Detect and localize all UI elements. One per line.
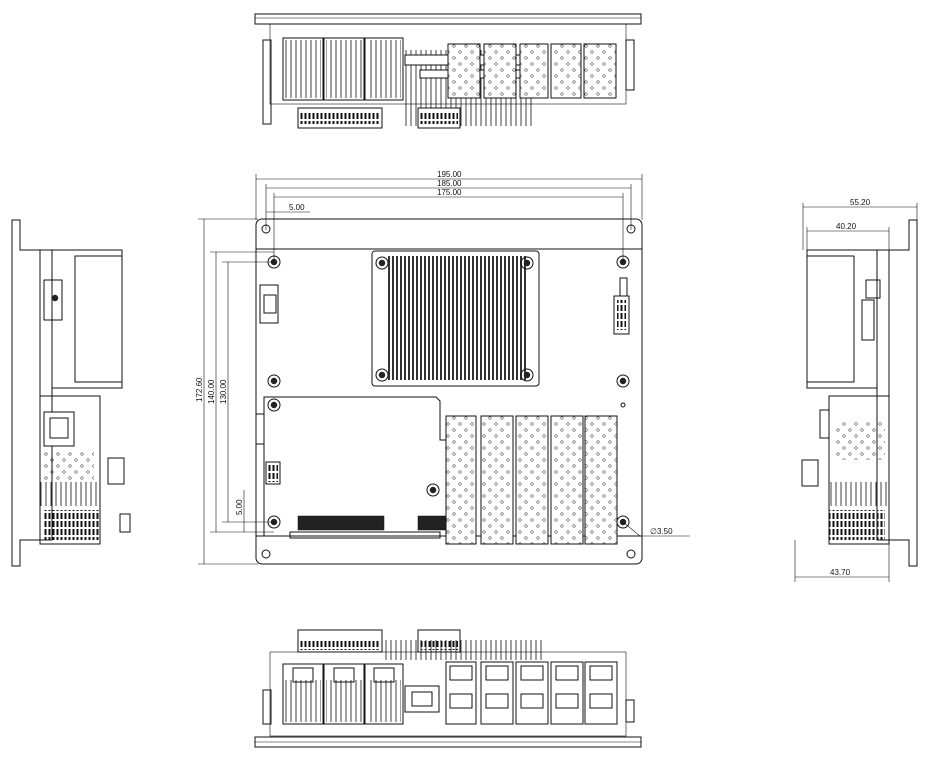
top-view (254, 13, 642, 129)
dim-height-130: 130.00 (219, 379, 228, 404)
sfp-cages (445, 415, 618, 545)
left-side-view (11, 219, 131, 567)
dim-side-43: 43.70 (830, 568, 851, 577)
dim-width-175: 175.00 (437, 188, 462, 197)
dimension-lines (198, 174, 690, 565)
dim-hole-diameter: ∅3.50 (650, 527, 673, 536)
dim-height-172: 172.60 (195, 377, 204, 402)
dim-offset-5-left: 5.00 (235, 499, 244, 515)
dim-width-185: 185.00 (437, 179, 462, 188)
dim-offset-5-top: 5.00 (289, 203, 305, 212)
dim-side-55: 55.20 (850, 198, 871, 207)
main-view (255, 218, 643, 565)
heatsink (371, 250, 540, 387)
sfp-ports-front (445, 661, 618, 725)
dim-width-195: 195.00 (437, 170, 462, 179)
bottom-view (254, 629, 642, 748)
right-side-view (794, 203, 918, 582)
dim-side-40: 40.20 (836, 222, 857, 231)
dim-height-140: 140.00 (207, 379, 216, 404)
